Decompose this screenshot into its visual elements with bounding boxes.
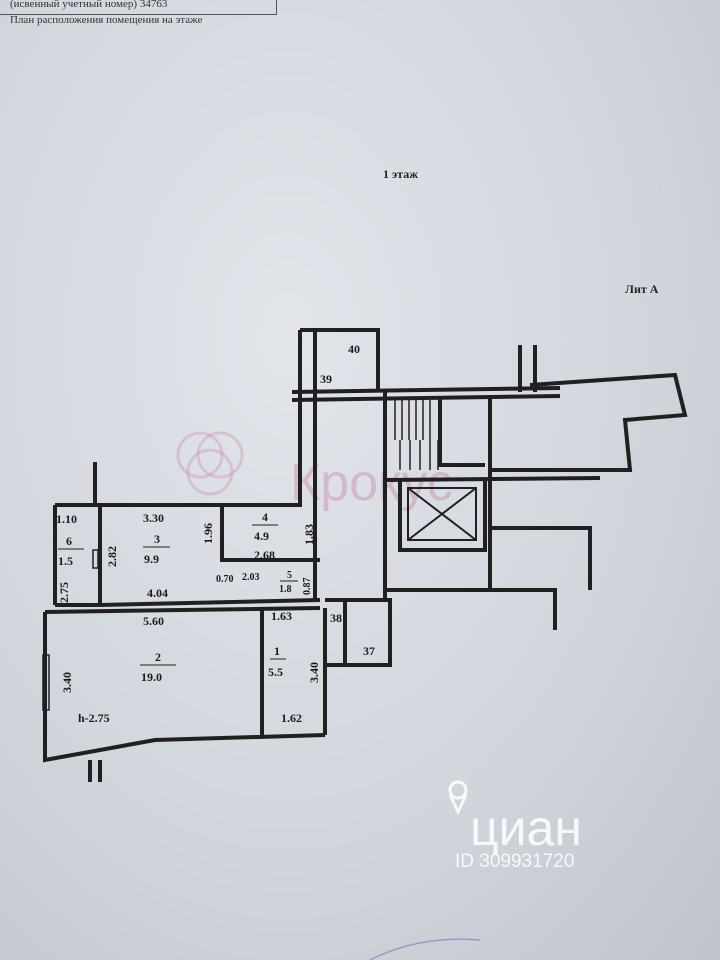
apartment-walls (43, 328, 688, 782)
room-3-number: 3 (154, 532, 160, 546)
room-1-number: 1 (274, 644, 280, 658)
floor-title: 1 этаж (383, 167, 418, 181)
stair-num-37: 37 (363, 644, 375, 658)
stair-num-38: 38 (330, 611, 342, 625)
room-2-area: 19.0 (141, 670, 162, 684)
elevator-shaft (407, 487, 477, 541)
cian-logo-text: циан (470, 800, 582, 856)
window-marker (92, 549, 99, 569)
ceiling-height: h-2.75 (78, 711, 110, 725)
dim-1-62: 1.62 (281, 711, 302, 725)
dim-2-03: 2.03 (242, 572, 260, 583)
room-6-number: 6 (66, 534, 72, 548)
room-3-area: 9.9 (144, 552, 159, 566)
dim-3-40-left: 3.40 (60, 672, 74, 693)
cian-watermark: циан ID 309931720 (448, 780, 582, 872)
header-registry-line: (исвенный учетный номер) 34763 (10, 0, 168, 10)
dim-1-63: 1.63 (271, 609, 292, 623)
stair-numbers: 40 39 38 37 (320, 342, 375, 658)
room-1-area: 5.5 (268, 665, 283, 679)
header-plan-title: План расположения помещения на этаже (10, 14, 203, 26)
dim-0-87: 0.87 (302, 578, 313, 596)
dim-5-60: 5.60 (143, 614, 164, 628)
dim-3-40-right: 3.40 (307, 662, 321, 683)
dim-4-04: 4.04 (147, 586, 168, 600)
dim-3-30: 3.30 (143, 511, 164, 525)
room-2-number: 2 (155, 650, 161, 664)
dim-2-82: 2.82 (105, 546, 119, 567)
dim-2-75-vertical: 2.75 (57, 582, 71, 603)
staircase (394, 400, 439, 470)
stair-num-39: 39 (320, 372, 332, 386)
dimension-labels: 1.10 3.30 1.96 1.83 2.82 2.68 2.75 4.04 … (56, 511, 321, 725)
room-5-number: 5 (287, 570, 292, 581)
dim-1-96: 1.96 (201, 523, 215, 544)
cian-id-text: ID 309931720 (455, 851, 574, 872)
stamp-fragment (369, 938, 481, 960)
dim-2-68: 2.68 (254, 548, 275, 562)
room-4-area: 4.9 (254, 529, 269, 543)
room-4-number: 4 (262, 510, 268, 524)
room-5-area: 1.8 (279, 584, 292, 595)
dim-0-70: 0.70 (216, 574, 234, 585)
dim-1-10: 1.10 (56, 512, 77, 526)
dim-1-83: 1.83 (302, 524, 316, 545)
header-box (0, 0, 277, 15)
room-labels: 1 5.5 2 19.0 3 9.9 4 4.9 5 1.8 6 1.5 (58, 510, 298, 684)
window-marker-room2 (42, 654, 50, 711)
stair-num-40: 40 (348, 342, 360, 356)
liter-label: Лит А (625, 282, 659, 296)
room-6-area: 1.5 (58, 554, 73, 568)
